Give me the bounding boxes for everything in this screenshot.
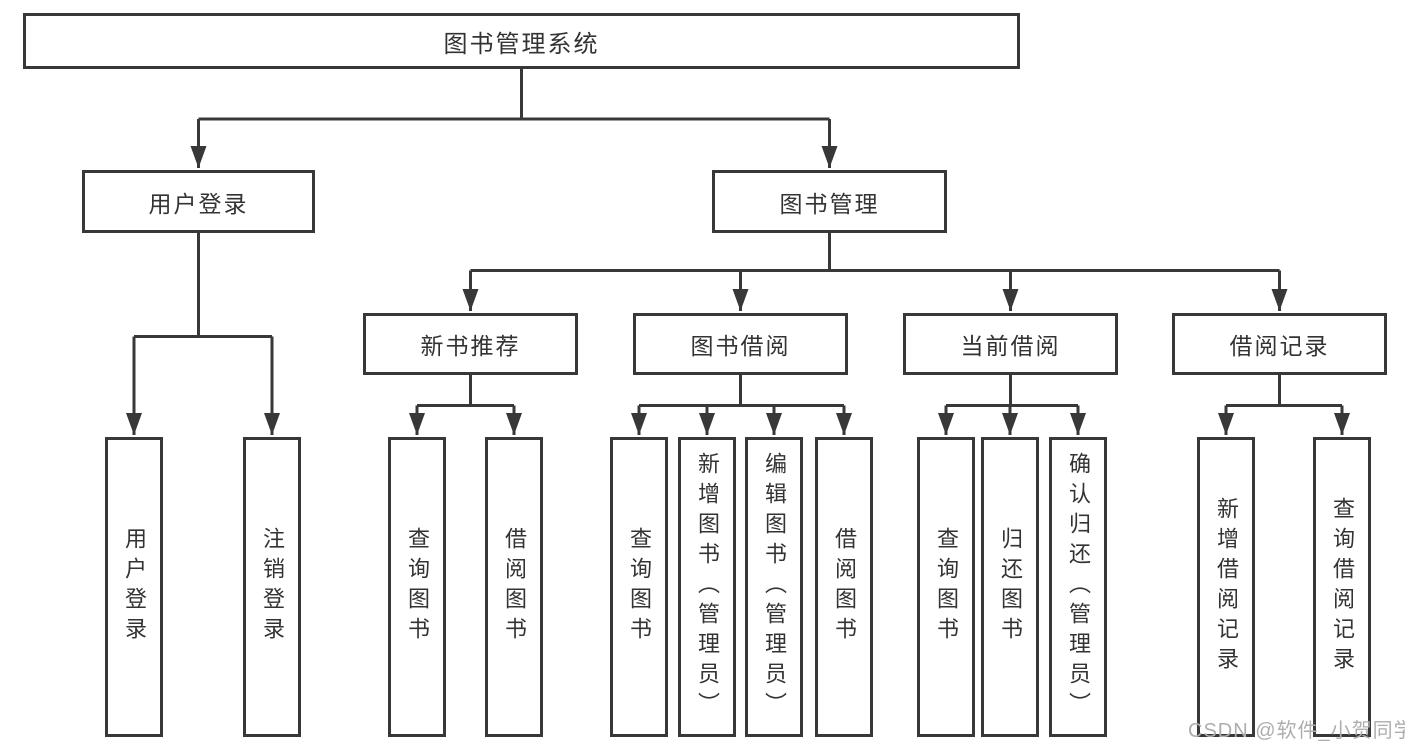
node-book-management: 图书管理 xyxy=(712,170,947,233)
leaf-query-borrow-record: 查询借阅记录 xyxy=(1313,437,1371,737)
leaf-query-books-borrow: 查询图书 xyxy=(610,437,668,737)
node-library-management-system: 图书管理系统 xyxy=(23,13,1020,69)
leaf-user-login: 用户登录 xyxy=(105,437,163,737)
leaf-query-books-current: 查询图书 xyxy=(917,437,975,737)
watermark: CSDN @软件_小贺同学 xyxy=(1188,720,1405,742)
node-borrowing-records: 借阅记录 xyxy=(1172,313,1387,375)
leaf-borrow-books-recommend: 借阅图书 xyxy=(485,437,543,737)
leaf-add-borrow-record: 新增借阅记录 xyxy=(1197,437,1255,737)
leaf-edit-book-admin: 编辑图书（管理员） xyxy=(745,437,803,737)
leaf-return-book: 归还图书 xyxy=(981,437,1039,737)
leaf-query-books-recommend: 查询图书 xyxy=(388,437,446,737)
leaf-logout: 注销登录 xyxy=(243,437,301,737)
node-user-login-group: 用户登录 xyxy=(82,170,315,233)
leaf-confirm-return-admin: 确认归还（管理员） xyxy=(1049,437,1107,737)
node-book-borrowing: 图书借阅 xyxy=(633,313,848,375)
node-new-book-recommendation: 新书推荐 xyxy=(363,313,578,375)
leaf-borrow-books: 借阅图书 xyxy=(815,437,873,737)
node-current-borrowing: 当前借阅 xyxy=(903,313,1118,375)
leaf-add-book-admin: 新增图书（管理员） xyxy=(678,437,736,737)
